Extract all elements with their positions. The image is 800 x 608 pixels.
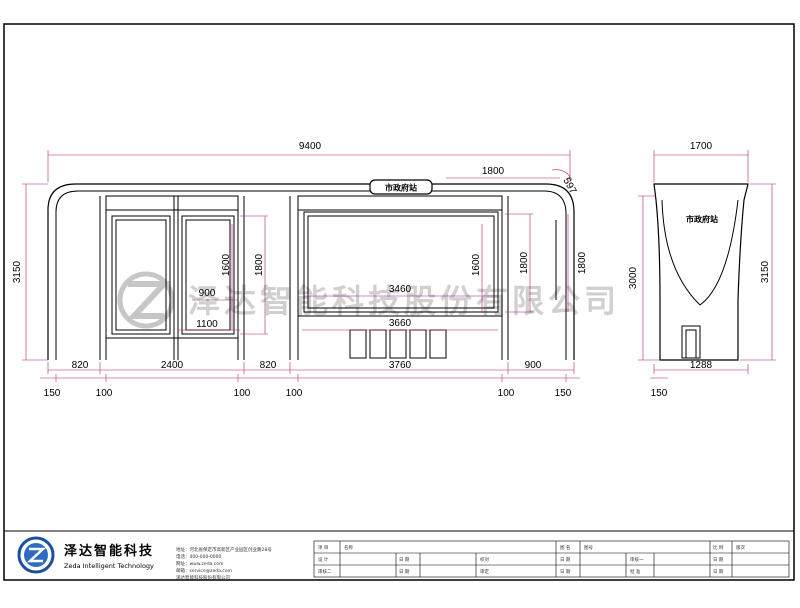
tb-row1-cell: 比 例 [713,544,724,551]
dim-low-100-d: 100 [498,388,515,399]
company-name-cn: 泽达智能科技 [64,543,154,559]
dim-center-width: 3460 [389,284,412,295]
dim-side-base-width: 1288 [690,360,713,371]
dim-left-inner-width: 900 [199,288,216,299]
dim-side-top-width: 1700 [690,141,713,152]
tb-row1-cell: 名称 [344,544,353,551]
info-line: 地址：河北省保定市高新区产业园区创业路28号 [176,546,272,553]
tb-row1-cell: 图号 [584,545,593,551]
front-dimension-lines [22,150,580,382]
info-line: 泽达智能科技股份有限公司 [176,574,230,581]
dim-low-150-right: 150 [555,388,572,399]
tb-row2-cell: 日 期 [399,557,410,563]
dim-left-panel-inner: 1600 [221,253,232,276]
dim-overall-width: 9400 [299,141,322,152]
dim-side-total-height: 3150 [760,260,771,283]
front-elevation [47,179,575,360]
dim-seg-820-mid: 820 [260,360,277,371]
dim-seg-900: 900 [525,360,542,371]
tb-row2-cell: 审核一 [630,556,644,563]
dim-right-height: 1800 [577,251,588,274]
dim-corner: 597 [560,176,578,196]
title-block-table [313,540,790,578]
dim-low-100-b: 100 [234,388,251,399]
dim-seg-3760: 3760 [389,360,412,371]
tb-row2-cell: 校对 [480,556,489,563]
dim-seg-2400: 2400 [161,360,184,371]
dim-low-100-a: 100 [96,388,113,399]
tb-row3-cell: 日 期 [399,569,410,575]
dim-left-height: 3150 [12,260,23,283]
watermark-logo-icon [117,271,175,329]
side-dimension-lines [638,150,776,379]
dim-low-150-left: 150 [44,388,61,399]
title-block-logo-icon [17,536,55,574]
tb-row3-cell: 日 期 [713,569,724,575]
tb-row2-cell: 日 期 [713,557,724,563]
sign-text: 市政府站 [385,183,417,193]
tb-row1-cell: 版次 [736,544,745,551]
tb-row1-cell: 项 目 [318,545,328,551]
dim-center-panel-inner: 1600 [471,253,482,276]
tb-row3-cell: 审核二 [318,568,332,575]
company-name-en: Zeda Intelligent Technology [64,562,154,570]
dim-center-panel-height: 1800 [519,251,530,274]
side-sign-text: 市政府站 [686,214,718,224]
sheet-border [3,23,795,581]
tb-row3-cell: 日 期 [560,569,571,575]
watermark-text: 泽达智能科技股份有限公司 [188,282,620,320]
info-line: 电话：400-000-0000 [176,553,222,560]
dim-center-inner-width: 3660 [389,318,412,329]
dim-right-span: 1800 [482,166,505,177]
dim-side-inner-height: 3000 [628,266,639,289]
dim-seg-820-left: 820 [72,360,89,371]
tb-row3-cell: 审定 [480,568,489,575]
tb-row2-cell: 设 计 [318,556,329,563]
tb-row2-cell: 日 期 [560,557,571,563]
info-line: 邮箱：service@zeda.com [176,567,232,574]
side-elevation [653,183,749,361]
dim-left-panel-height: 1800 [254,253,265,276]
tb-row3-cell: 批 准 [630,568,641,575]
tb-row1-cell: 图 名 [560,544,570,551]
dim-low-100-c: 100 [286,388,303,399]
dim-side-offset: 150 [651,388,668,399]
dim-left-bottom-width: 1100 [196,319,218,330]
info-line: 网址：www.zeda.com [176,560,223,567]
